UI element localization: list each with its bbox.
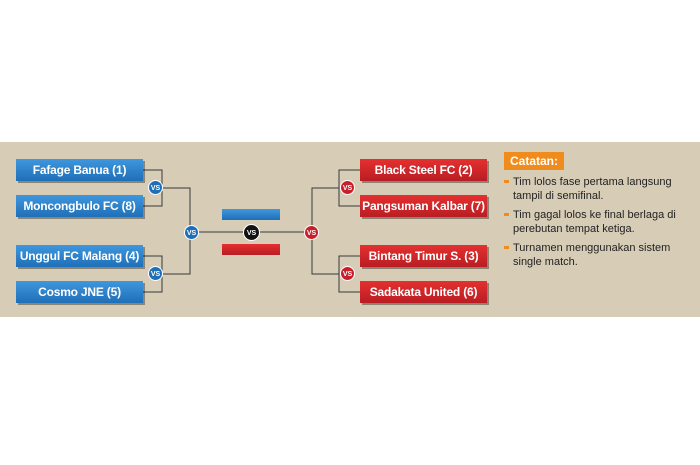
team-left-2: Moncongbulo FC (8) [16, 195, 143, 217]
team-right-2: Pangsuman Kalbar (7) [360, 195, 487, 217]
team-left-3: Unggul FC Malang (4) [16, 245, 143, 267]
note-text-3: Turnamen menggunakan sistem single match… [513, 242, 671, 268]
note-text-2: Tim gagal lolos ke final berlaga di pere… [513, 209, 676, 235]
vs-badge-right-top: VS [340, 180, 355, 195]
final-slot-blue [222, 209, 280, 220]
bullet-icon [504, 180, 509, 183]
team-right-4: Sadakata United (6) [360, 281, 487, 303]
vs-badge-left-semi: VS [184, 225, 199, 240]
bullet-icon [504, 246, 509, 249]
vs-badge-right-semi: VS [304, 225, 319, 240]
team-right-3: Bintang Timur S. (3) [360, 245, 487, 267]
notes-box: Catatan: Tim lolos fase pertama langsung… [504, 152, 694, 274]
note-text-1: Tim lolos fase pertama langsung tampil d… [513, 176, 672, 202]
note-item-2: Tim gagal lolos ke final berlaga di pere… [504, 208, 694, 236]
note-item-1: Tim lolos fase pertama langsung tampil d… [504, 175, 694, 203]
team-right-1: Black Steel FC (2) [360, 159, 487, 181]
vs-badge-left-top: VS [148, 180, 163, 195]
vs-badge-right-bottom: VS [340, 266, 355, 281]
notes-title: Catatan: [504, 152, 565, 170]
note-item-3: Turnamen menggunakan sistem single match… [504, 241, 694, 269]
team-left-1: Fafage Banua (1) [16, 159, 143, 181]
team-left-4: Cosmo JNE (5) [16, 281, 143, 303]
bullet-icon [504, 213, 509, 216]
vs-badge-final: VS [243, 224, 260, 241]
vs-badge-left-bottom: VS [148, 266, 163, 281]
final-slot-red [222, 244, 280, 255]
